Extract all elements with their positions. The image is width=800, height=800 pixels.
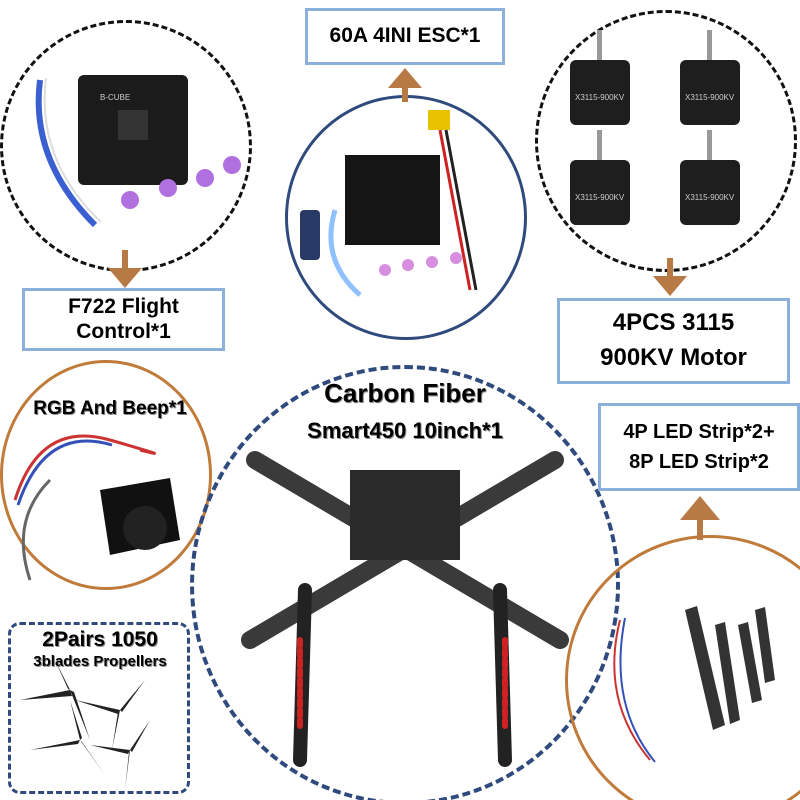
svg-text:B-CUBE: B-CUBE [100,93,130,102]
svg-text:X3115-900KV: X3115-900KV [685,93,735,102]
esc-board [300,110,478,297]
motors-circle [535,10,797,272]
led-strip-circle [565,535,800,800]
label-line: 4P LED Strip*2+ [623,421,775,443]
rgb-beep-module [13,434,180,581]
label-line: 60A 4INI ESC*1 [329,24,481,48]
label-rgb-beep: RGB And Beep*1 [33,398,187,419]
label-motors: 4PCS 3115 900KV Motor [557,298,790,384]
label-frame-2: Smart450 10inch*1 [307,418,503,443]
label-propellers-1: 2Pairs 1050 [42,628,158,651]
rgb-beep-circle [0,360,212,590]
label-line: 8P LED Strip*2 [629,451,769,473]
label-frame-1: Carbon Fiber [324,378,486,408]
label-line: F722 Flight [68,295,179,319]
svg-text:X3115-900KV: X3115-900KV [575,193,625,202]
svg-text:X3115-900KV: X3115-900KV [685,193,735,202]
motors: X3115-900KV X3115-900KV X3115-900KV X311… [570,30,740,225]
led-strips [613,606,775,763]
label-esc: 60A 4INI ESC*1 [305,8,505,65]
svg-text:X3115-900KV: X3115-900KV [575,93,625,102]
flight-controller-board: B-CUBE [35,75,241,228]
carbon-frame [241,451,569,767]
label-line: 900KV Motor [600,344,747,371]
propellers-frame [8,622,190,794]
label-flight-controller: F722 Flight Control*1 [22,288,225,351]
arrow-icon [108,68,720,540]
label-led-strips: 4P LED Strip*2+ 8P LED Strip*2 [598,403,800,491]
label-propellers-2: 3blades Propellers [33,653,167,670]
label-line: Control*1 [76,319,171,343]
propellers [20,660,150,790]
label-line: 4PCS 3115 [612,309,735,337]
